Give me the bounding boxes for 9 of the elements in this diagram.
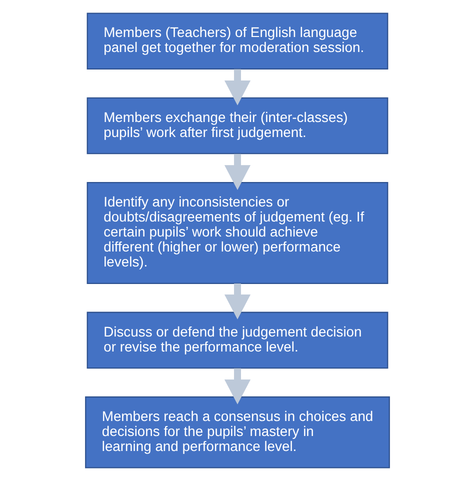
arrow — [224, 284, 250, 320]
arrow — [224, 69, 250, 106]
node-box: Members (Teachers) of English language panel get together for moderation session. — [86, 12, 388, 70]
node-box: Discuss or defend the judgement decision or revise the performance level. — [86, 312, 388, 369]
arrow — [224, 154, 250, 190]
node-box: Members exchange their (inter-classes) pupils’ work after first judgement. — [86, 97, 388, 154]
arrow — [224, 368, 250, 404]
node-box: Identify any inconsistencies or doubts/disagreements of judgement (eg. If certain pupils’ work should achieve different (higher or lower) performance levels). — [86, 182, 388, 284]
node-box: Members reach a consensus in choices and decisions for the pupils’ mastery in learning and performance level. — [84, 396, 390, 468]
